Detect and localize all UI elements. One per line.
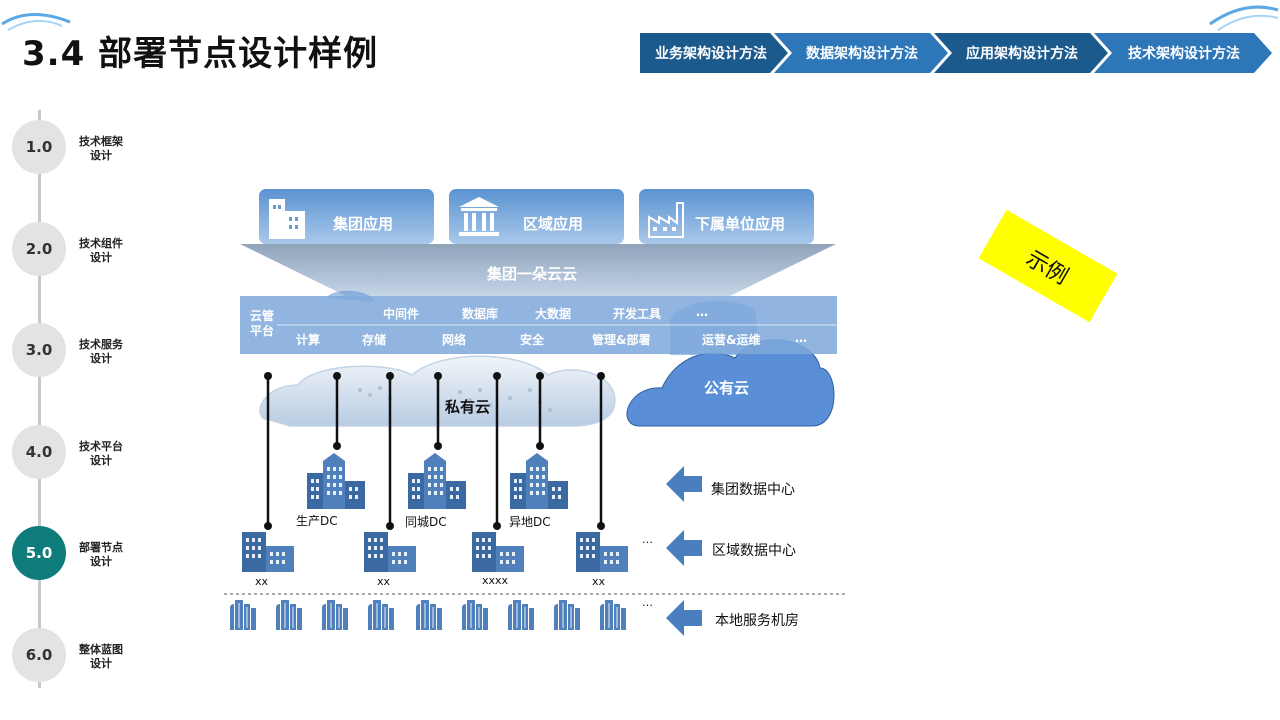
platform-item-more-2: … [795,331,807,345]
funnel-label: 集团一朵云云 [487,265,578,283]
platform-item-network: 网络 [442,333,467,347]
sidebar-item-5-label[interactable]: 部署节点设计 [79,541,123,568]
sidebar-item-2-label[interactable]: 技术组件设计 [79,237,123,264]
corner-swoosh-right [1209,5,1279,31]
sidebar-item-3-num[interactable]: 3.0 [12,323,66,377]
step-technical-architecture[interactable]: 技术架构设计方法 [1128,46,1240,62]
dc-node-production: 生产DC [296,514,338,528]
sidebar-item-6-label[interactable]: 整体蓝图设计 [79,643,123,670]
legend-regional-dc: 区域数据中心 [712,543,796,559]
regional-node-1: xx [255,575,269,588]
sidebar-timeline-line [38,110,41,688]
app-box-region-label: 区域应用 [523,215,584,233]
legend-group-dc: 集团数据中心 [711,482,795,498]
regional-node-4: xx [592,575,606,588]
page-title: 3.4 部署节点设计样例 [22,34,379,74]
platform-label-line1: 云管 [250,309,275,323]
building-icon [269,199,305,239]
regional-node-3: xxxx [482,574,509,587]
step-business-architecture[interactable]: 业务架构设计方法 [655,46,767,62]
dc-node-same-city: 同城DC [405,515,447,529]
platform-label-line2: 平台 [250,324,275,338]
government-building-icon [459,197,499,236]
sidebar-item-5-num[interactable]: 5.0 [12,526,66,580]
platform-item-compute: 计算 [296,333,321,347]
platform-item-more-1: … [696,305,708,319]
public-cloud-label: 公有云 [704,379,750,397]
app-box-subsidiary-label: 下属单位应用 [695,215,786,233]
app-box-group: 集团应用 [259,189,434,244]
platform-item-operations: 运营&运维 [702,333,761,347]
sidebar-item-2-num[interactable]: 2.0 [12,222,66,276]
regional-node-2: xx [377,575,391,588]
platform-item-middleware: 中间件 [383,307,420,321]
process-steps-bg [640,33,1272,73]
sidebar-item-3-label[interactable]: 技术服务设计 [79,338,123,365]
platform-item-bigdata: 大数据 [535,307,572,321]
legend-local-room: 本地服务机房 [715,613,799,629]
sidebar-item-6-num[interactable]: 6.0 [12,628,66,682]
platform-item-management: 管理&部署 [592,333,651,347]
step-application-architecture[interactable]: 应用架构设计方法 [966,46,1078,62]
private-cloud-label: 私有云 [445,398,491,416]
step-data-architecture[interactable]: 数据架构设计方法 [806,46,918,62]
local-ellipsis: … [642,596,653,609]
sample-tag: 示例 [978,209,1118,323]
dc-node-remote: 异地DC [509,515,551,529]
regional-ellipsis: … [642,533,653,546]
factory-icon [648,202,684,238]
sidebar-item-4-num[interactable]: 4.0 [12,425,66,479]
app-box-subsidiary: 下属单位应用 [639,189,814,244]
platform-item-security: 安全 [520,333,545,347]
sidebar-item-1-num[interactable]: 1.0 [12,120,66,174]
platform-item-storage: 存储 [362,333,387,347]
platform-item-devtools: 开发工具 [613,307,662,321]
corner-swoosh-left [1,12,71,31]
sidebar-item-4-label[interactable]: 技术平台设计 [79,440,123,467]
sidebar-item-1-label[interactable]: 技术框架设计 [79,135,123,162]
platform-item-database: 数据库 [462,307,499,321]
app-box-region: 区域应用 [449,189,624,244]
cloud-architecture-graphic [240,244,837,427]
app-box-group-label: 集团应用 [333,215,394,233]
